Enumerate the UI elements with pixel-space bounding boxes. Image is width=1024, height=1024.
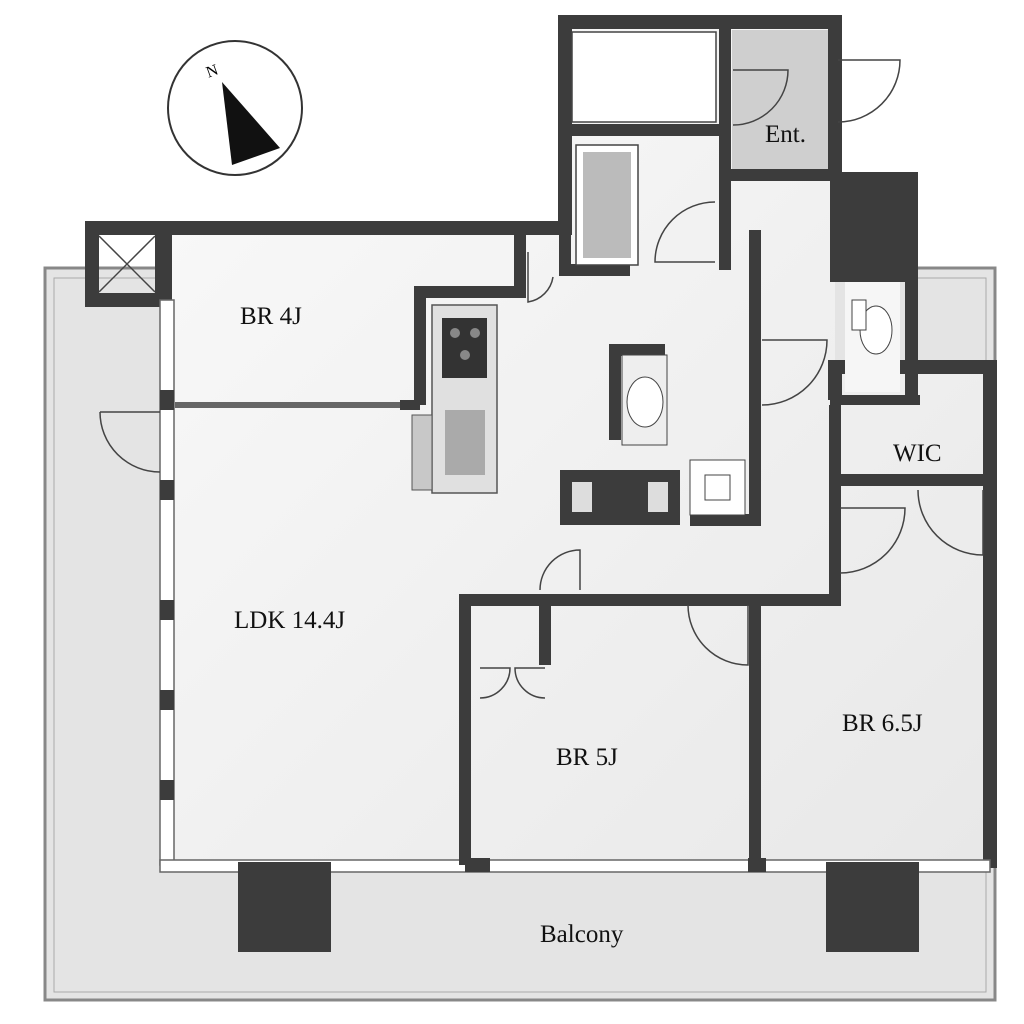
- room-label-br5: BR 5J: [556, 744, 618, 771]
- doors: [99, 59, 984, 699]
- room-label-br4: BR 4J: [240, 303, 302, 330]
- washbasin-icon: [621, 354, 668, 446]
- sink-icon: [445, 410, 485, 475]
- stove-icon: [442, 318, 487, 378]
- kitchen-counter: [411, 304, 498, 494]
- column: [826, 862, 919, 952]
- room-label-ldk: LDK 14.4J: [234, 607, 345, 634]
- toilet-icon: [845, 282, 900, 392]
- interior-walls: [414, 22, 990, 865]
- north-compass-icon: N: [167, 40, 303, 176]
- pipe-shaft: [830, 172, 918, 282]
- column: [238, 862, 331, 952]
- bathtub-icon: [575, 144, 639, 266]
- shaft-icon: [98, 235, 156, 293]
- room-label-balcony: Balcony: [540, 921, 624, 948]
- room-label-wic: WIC: [893, 440, 942, 467]
- room-label-br65: BR 6.5J: [842, 710, 923, 737]
- storage: [571, 31, 717, 123]
- washing-machine-icon: [689, 459, 746, 516]
- room-label-entrance: Ent.: [765, 121, 806, 148]
